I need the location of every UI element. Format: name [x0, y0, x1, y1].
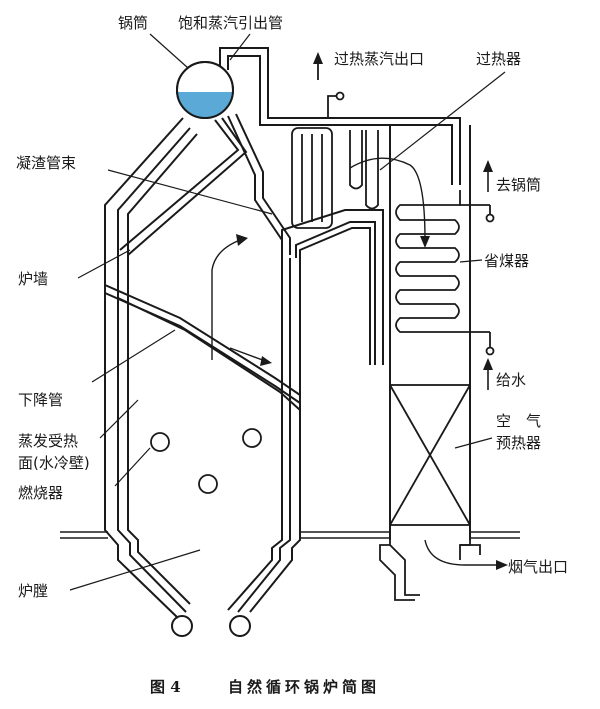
feed-water-label: 给水: [496, 371, 526, 389]
figure-number: 图 4: [150, 678, 181, 696]
drum-label: 锅筒: [118, 14, 148, 32]
slag-tube-bundle-label: 凝渣管束: [16, 154, 76, 172]
downcomer-tubes: [104, 284, 301, 411]
superheater-label: 过热器: [476, 50, 521, 68]
furnace-wall-right: [227, 255, 301, 613]
burner-1: [150, 432, 170, 452]
evaporator-label-1: 蒸发受热: [18, 432, 78, 450]
downcomer-label: 下降管: [18, 391, 63, 409]
burner-2: [242, 428, 262, 448]
labels: 锅筒 饱和蒸汽引出管 过热蒸汽出口 过热器 凝渣管束 去锅筒 省煤器 炉墙 给水…: [16, 14, 568, 600]
superheater: [291, 127, 379, 229]
saturated-steam-pipe-label: 饱和蒸汽引出管: [178, 14, 283, 32]
air-preheater-label-2: 预热器: [496, 434, 541, 452]
flow-arrows: [211, 157, 508, 570]
economizer: [395, 190, 495, 356]
superheated-steam-outlet: [313, 52, 345, 118]
side-arrows: [483, 160, 493, 390]
furnace-chamber-label: 炉膛: [18, 582, 48, 600]
support-lines: [60, 531, 520, 539]
air-preheater: [389, 384, 471, 596]
economizer-label: 省煤器: [484, 252, 529, 270]
saturated-steam-pipe: [219, 47, 461, 185]
burners: [150, 428, 262, 494]
leader-lines: [69, 33, 506, 591]
superheated-outlet-label: 过热蒸汽出口: [334, 50, 424, 68]
flue-gas-outlet-label: 烟气出口: [508, 558, 568, 576]
air-preheater-label-1: 空 气: [496, 412, 541, 430]
furnace-wall-left: [104, 117, 198, 619]
figure-caption: 图 4 自然循环锅炉简图: [150, 678, 380, 696]
drum: [176, 61, 234, 119]
burner-3: [198, 474, 218, 494]
furnace-wall-label: 炉墙: [18, 270, 48, 288]
evaporator-label-2: 面(水冷壁): [18, 454, 90, 472]
slag-tube-bundle: [119, 113, 291, 256]
to-drum-label: 去锅筒: [496, 176, 541, 194]
bottom-headers: [171, 615, 251, 637]
flue-gas-duct: [379, 544, 481, 601]
burner-label: 燃烧器: [18, 484, 63, 502]
figure-title: 自然循环锅炉简图: [228, 678, 380, 696]
